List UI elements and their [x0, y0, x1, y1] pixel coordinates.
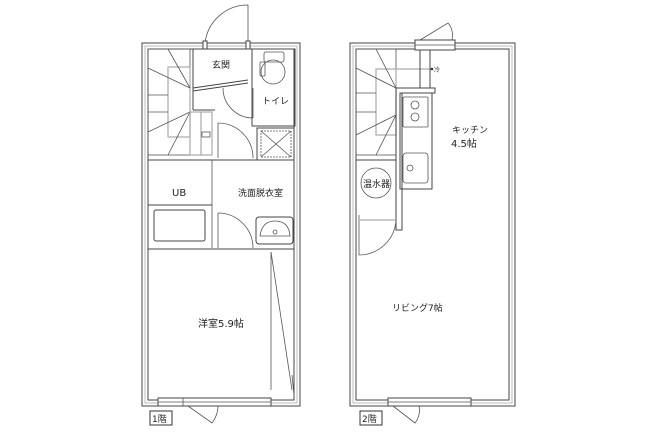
floor-1-label: 1階 [149, 410, 173, 426]
entrance-door-swing [204, 4, 249, 44]
floor-2-label: 2階 [359, 410, 383, 426]
room-label-entrance: 玄関 [212, 59, 230, 71]
kitchen-sink-icon [402, 152, 429, 184]
stove-icon [402, 96, 429, 128]
room-label-toilet: トイレ [262, 97, 289, 107]
staircase-2f: 冷 [355, 48, 440, 156]
toilet-room-1f: トイレ [222, 48, 296, 127]
entrance-1f: 玄関 [192, 4, 251, 111]
floor-1-plan: 玄関 トイレ UB [141, 4, 301, 426]
drain [406, 164, 414, 172]
washroom-door-swing [217, 122, 254, 159]
washroom-1f: 洗面脱衣室 [217, 187, 294, 249]
room-label-kitchen-size: 4.5帖 [451, 137, 477, 150]
floor-2-plan: 冷 キッチン 4.5帖 温水器 リビング7帖 [349, 22, 516, 426]
top-window-2f [414, 22, 456, 51]
staircase-1f [147, 48, 213, 156]
room-label-western-room: 洋室5.9帖 [198, 317, 244, 330]
toilet-door-swing [222, 87, 254, 119]
room-label-unit-bath: UB [172, 188, 186, 199]
balcony-window-1f [157, 397, 272, 424]
room-label-living: リビング7帖 [392, 302, 443, 314]
western-room-door-swing [217, 212, 254, 249]
burner [410, 112, 420, 122]
burner [410, 100, 420, 110]
floor-2-label-text: 2階 [362, 414, 377, 425]
water-heater: 温水器 [356, 159, 397, 256]
unit-bath-1f: UB [148, 188, 212, 242]
fridge-mark: 冷 [434, 66, 440, 74]
western-room-1f: 洋室5.9帖 [198, 251, 295, 396]
washing-machine-space [217, 122, 295, 161]
water-heater-label: 温水器 [363, 178, 390, 190]
kitchen-counter [395, 87, 436, 231]
closet-door-swing [358, 219, 397, 256]
room-label-kitchen: キッチン [452, 125, 488, 136]
room-label-washroom: 洗面脱衣室 [238, 187, 283, 199]
floor-1-label-text: 1階 [152, 414, 167, 425]
balcony-window-2f [387, 397, 472, 424]
